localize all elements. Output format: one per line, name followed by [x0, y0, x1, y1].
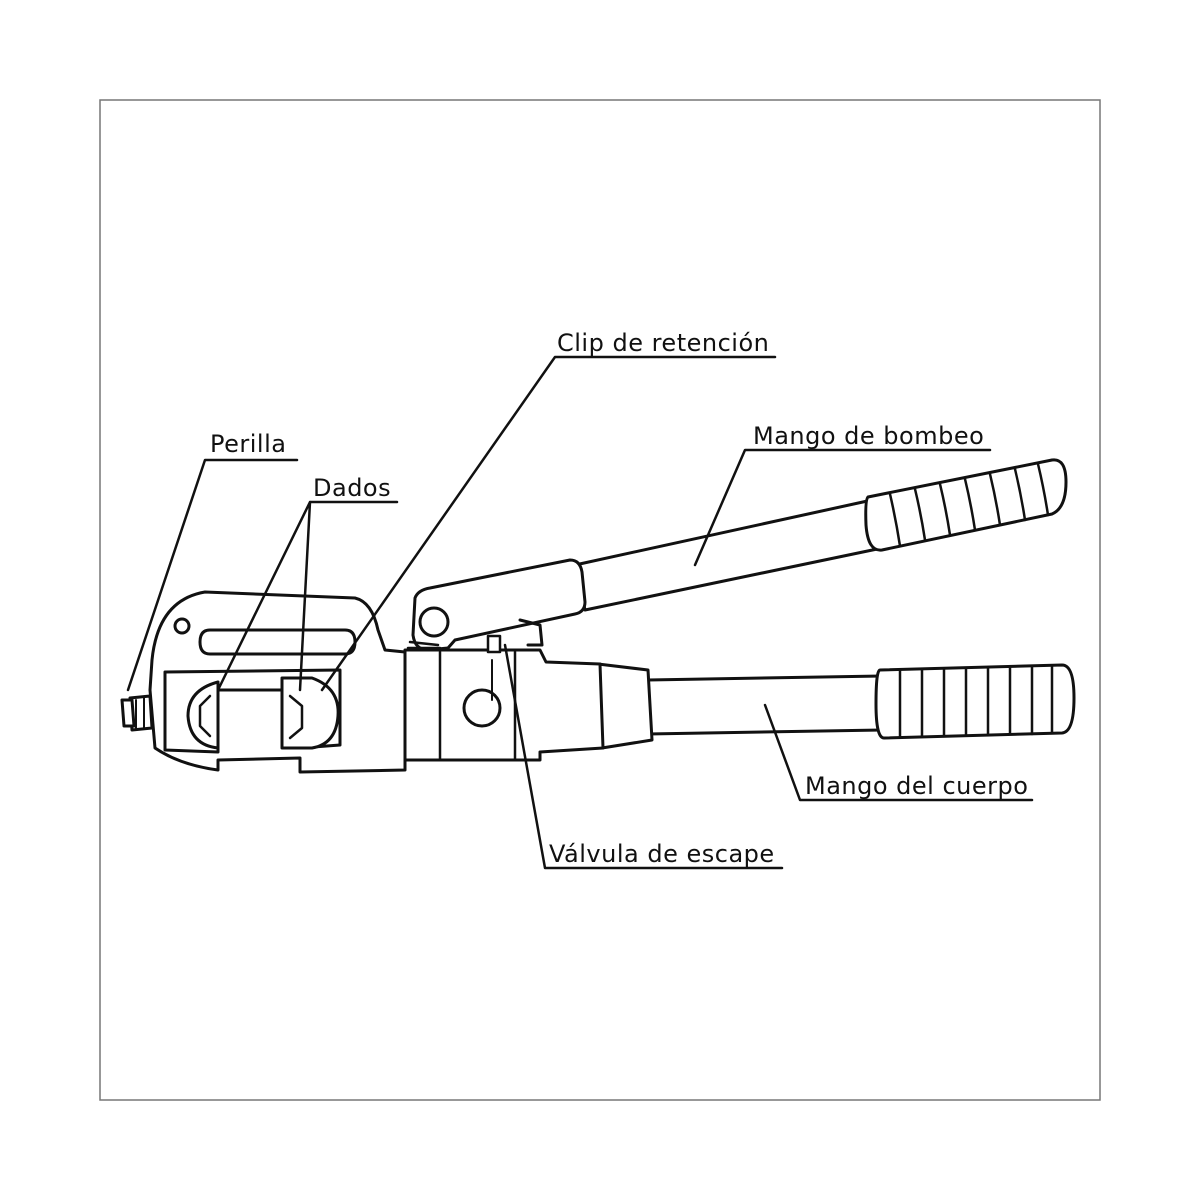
label-valvula-de-escape: Válvula de escape [549, 840, 775, 868]
crimping-head [120, 590, 407, 774]
body-handle [596, 662, 1076, 750]
label-dados: Dados [313, 474, 391, 502]
right-die [280, 676, 340, 750]
leader-lines [126, 355, 1034, 870]
pump-handle [411, 458, 1068, 652]
leader-dados [216, 500, 399, 692]
leader-mango-bombeo [693, 448, 992, 567]
label-mango-del-cuerpo: Mango del cuerpo [805, 772, 1028, 800]
leader-clip [320, 355, 777, 692]
diagram-frame [99, 99, 1101, 1101]
left-die [186, 680, 220, 750]
knob [120, 694, 154, 732]
leader-mango-cuerpo [763, 703, 1034, 802]
label-clip-de-retencion: Clip de retención [557, 329, 769, 357]
leader-perilla [126, 458, 299, 692]
pump-body [403, 634, 605, 762]
leader-valvula [503, 643, 784, 870]
label-mango-de-bombeo: Mango de bombeo [753, 422, 984, 450]
hydraulic-crimping-tool [120, 458, 1076, 774]
label-perilla: Perilla [210, 430, 286, 458]
